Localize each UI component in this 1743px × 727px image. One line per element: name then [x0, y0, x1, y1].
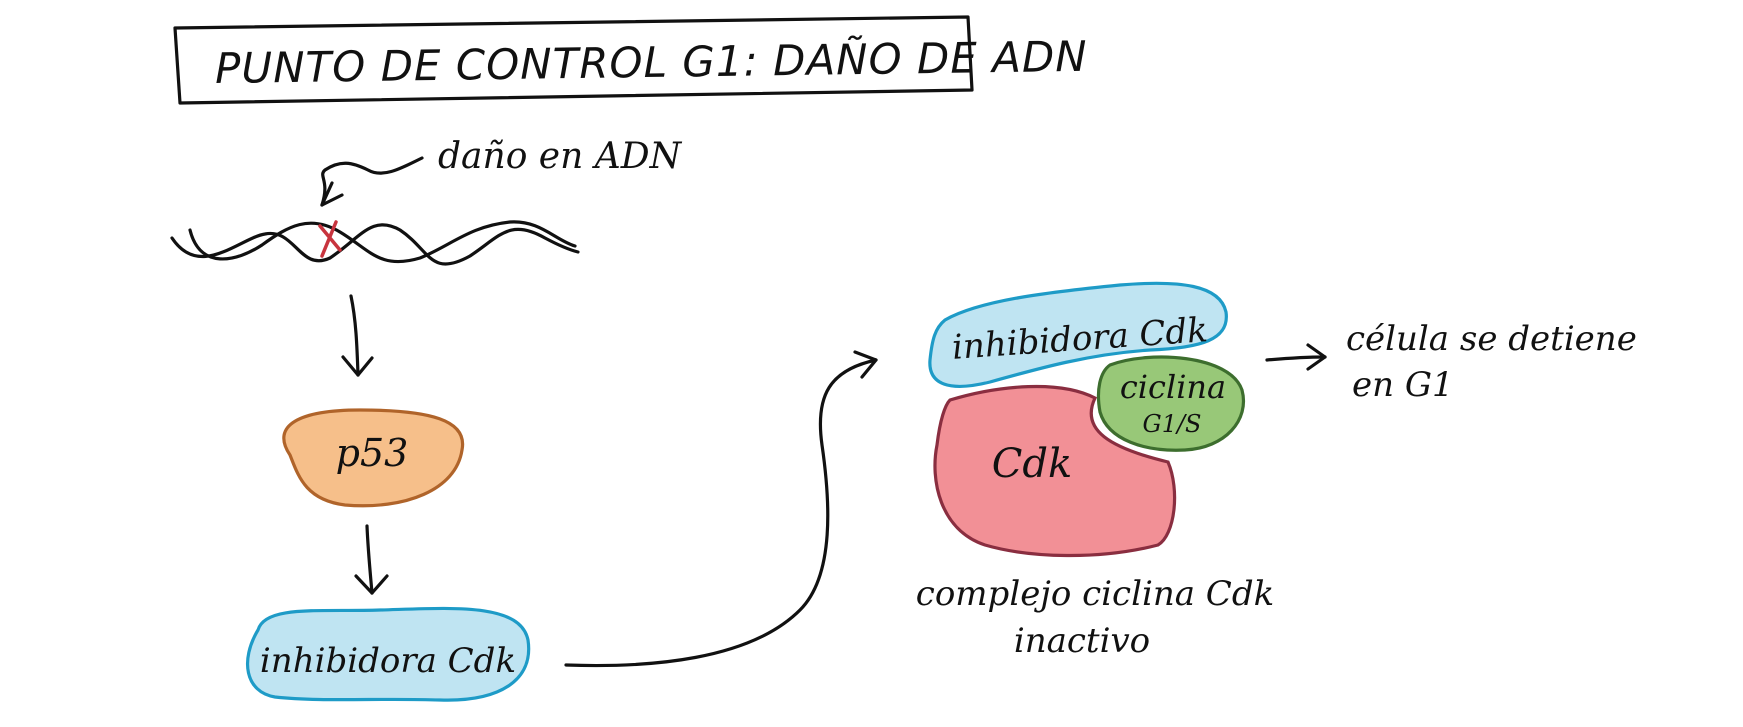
- title-box: PUNTO DE CONTROL G1: DAÑO DE ADN: [173, 15, 1088, 105]
- damage-mark-icon: [318, 220, 342, 258]
- arrow-inhibitor-to-complex: [564, 350, 878, 668]
- result-line2: en G1: [1352, 365, 1454, 405]
- inhibitor-node-complex: inhibidora Cdk: [928, 281, 1228, 388]
- cdk-label: Cdk: [992, 441, 1072, 487]
- dna-helix: [170, 220, 580, 266]
- cyclin-type-label: G1/S: [1143, 410, 1202, 438]
- dna-damage-arrowhead: [320, 181, 344, 207]
- complex-caption: complejo ciclina Cdk inactivo: [916, 574, 1274, 661]
- inhibitor-node-left: inhibidora Cdk: [245, 606, 531, 702]
- complex-caption-line1: complejo ciclina Cdk: [916, 574, 1274, 614]
- p53-label: p53: [336, 431, 409, 475]
- title-text: PUNTO DE CONTROL G1: DAÑO DE ADN: [215, 31, 1088, 93]
- dna-damage-pointer: daño en ADN: [320, 136, 683, 207]
- arrow-p53-to-inhibitor: [354, 524, 389, 595]
- p53-node: p53: [282, 408, 465, 508]
- cyclin-node: ciclina G1/S: [1096, 355, 1245, 452]
- result-line1: célula se detiene: [1346, 319, 1637, 359]
- dna-damage-label: daño en ADN: [438, 136, 683, 177]
- cdk-node: Cdk: [933, 384, 1177, 558]
- complex-caption-line2: inactivo: [1014, 621, 1150, 661]
- result-text: célula se detiene en G1: [1346, 319, 1637, 405]
- arrow-dna-to-p53: [341, 294, 374, 377]
- inhibitor-left-label: inhibidora Cdk: [260, 641, 516, 681]
- arrow-complex-to-result: [1265, 343, 1327, 371]
- cyclin-label: ciclina: [1120, 368, 1226, 406]
